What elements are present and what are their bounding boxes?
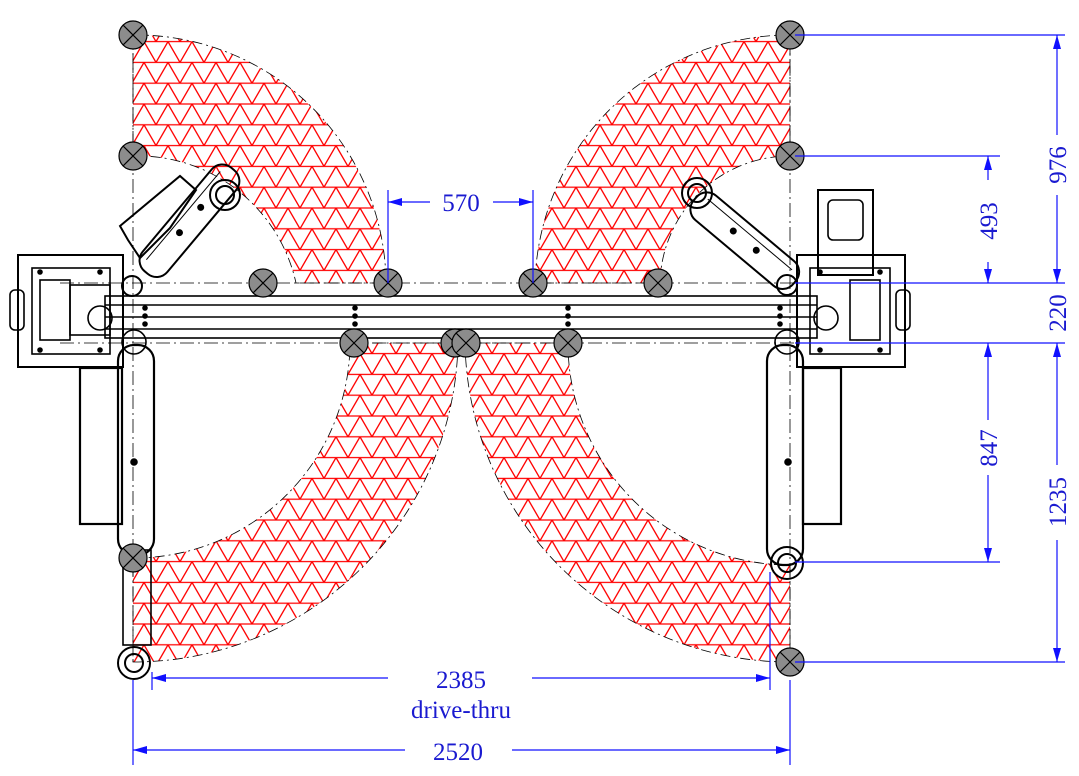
dim-847: 847 [976,429,1003,467]
dimension-lines [132,34,1065,765]
cross-beam [104,295,818,339]
left-column [9,254,156,646]
right-column [765,189,911,567]
lift-pad [643,268,673,298]
lift-pad [248,268,278,298]
dim-220: 220 [1045,294,1072,332]
lift-pad [118,141,148,171]
arm-feet [117,546,804,680]
lift-pad [451,328,481,358]
sweep-top-left [132,34,387,284]
sweep-bottom-right [464,342,791,663]
dim-2385: 2385 [436,667,486,694]
sweep-bottom-left [132,342,459,663]
dimension-labels: 570 493 976 220 847 1235 2385 drive-thru… [411,146,1072,766]
lift-pad [775,647,805,677]
drive-thru-label: drive-thru [411,697,511,724]
left-upper-arm [118,163,241,297]
right-upper-arm [681,177,801,296]
dim-1235: 1235 [1045,477,1072,527]
dim-493: 493 [976,202,1003,240]
lift-pad [118,543,148,573]
dim-976: 976 [1045,146,1072,184]
lift-pads [118,20,805,677]
lift-pad [118,20,148,50]
dim-2520: 2520 [433,739,483,766]
lift-pad [553,328,583,358]
arm-sweep-areas [132,34,791,663]
sweep-top-right [534,34,791,284]
dim-570: 570 [442,190,480,217]
lift-pad [339,328,369,358]
